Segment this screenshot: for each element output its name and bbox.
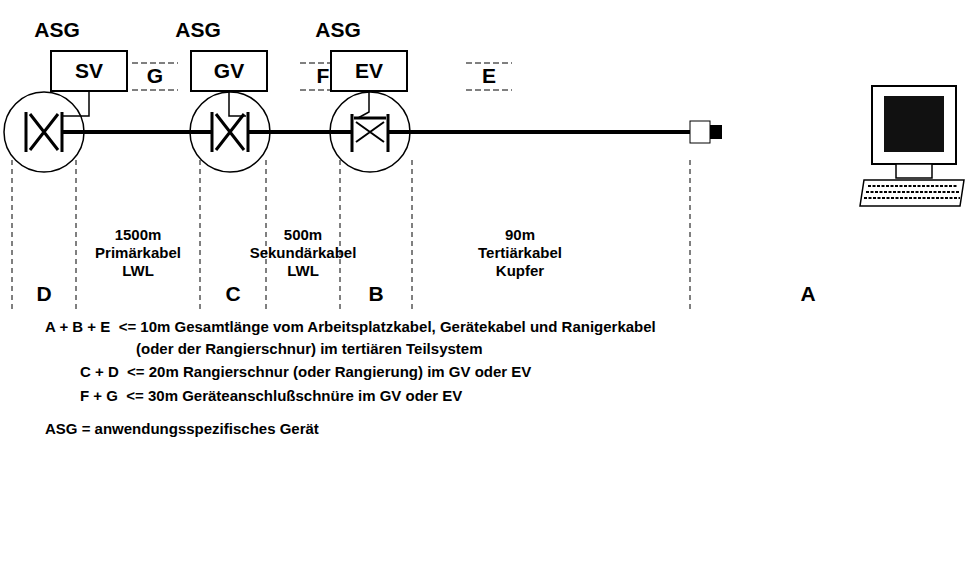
distributor-box: SV — [50, 50, 128, 92]
tertiary-cable — [388, 130, 690, 134]
distributor-box: GV — [190, 50, 268, 92]
primary-cable — [62, 130, 212, 134]
computer-icon — [860, 86, 964, 206]
box-label: SV — [75, 59, 103, 83]
callout-letter: C — [225, 282, 240, 306]
patch-line — [62, 92, 89, 116]
cable-type: Primärkabel — [95, 244, 181, 261]
device-label: ASG — [34, 18, 80, 42]
cable-type: Sekundärkabel — [250, 244, 357, 261]
outlet-symbol — [690, 121, 710, 143]
box-label: GV — [214, 59, 244, 83]
callout-letter: F — [317, 64, 330, 88]
patch-line — [358, 92, 369, 118]
cable-length: 90m — [505, 226, 535, 243]
plug-symbol — [710, 125, 722, 139]
rule-note: C + D <= 20m Rangierschnur (oder Rangier… — [80, 363, 531, 380]
cable-type: Tertiärkabel — [478, 244, 562, 261]
cable-length: 1500m — [115, 226, 162, 243]
interconnect-symbol — [356, 122, 384, 142]
callout-letter: D — [36, 282, 51, 306]
crossconnect-symbol — [26, 112, 62, 152]
callout-letter: B — [368, 282, 383, 306]
rule-note: (oder der Rangierschnur) im tertiären Te… — [136, 340, 483, 357]
rule-note: A + B + E <= 10m Gesamtlänge vom Arbeits… — [45, 318, 656, 335]
cable-medium: Kupfer — [496, 262, 544, 279]
distributor-box: EV — [330, 50, 408, 92]
cable-medium: LWL — [122, 262, 154, 279]
crossconnect-symbol — [212, 112, 248, 152]
callout-letter: E — [482, 64, 496, 88]
rule-note: F + G <= 30m Geräteanschlußschnüre im GV… — [80, 387, 462, 404]
legend-note: ASG = anwendungsspezifisches Gerät — [45, 420, 319, 437]
device-label: ASG — [175, 18, 221, 42]
callout-letter: A — [800, 282, 815, 306]
patch-line — [229, 92, 246, 116]
callout-letter: G — [147, 64, 163, 88]
device-label: ASG — [315, 18, 361, 42]
cable-length: 500m — [284, 226, 322, 243]
cable-medium: LWL — [287, 262, 319, 279]
secondary-cable — [248, 130, 352, 134]
interconnect-symbol — [352, 114, 388, 152]
box-label: EV — [355, 59, 383, 83]
